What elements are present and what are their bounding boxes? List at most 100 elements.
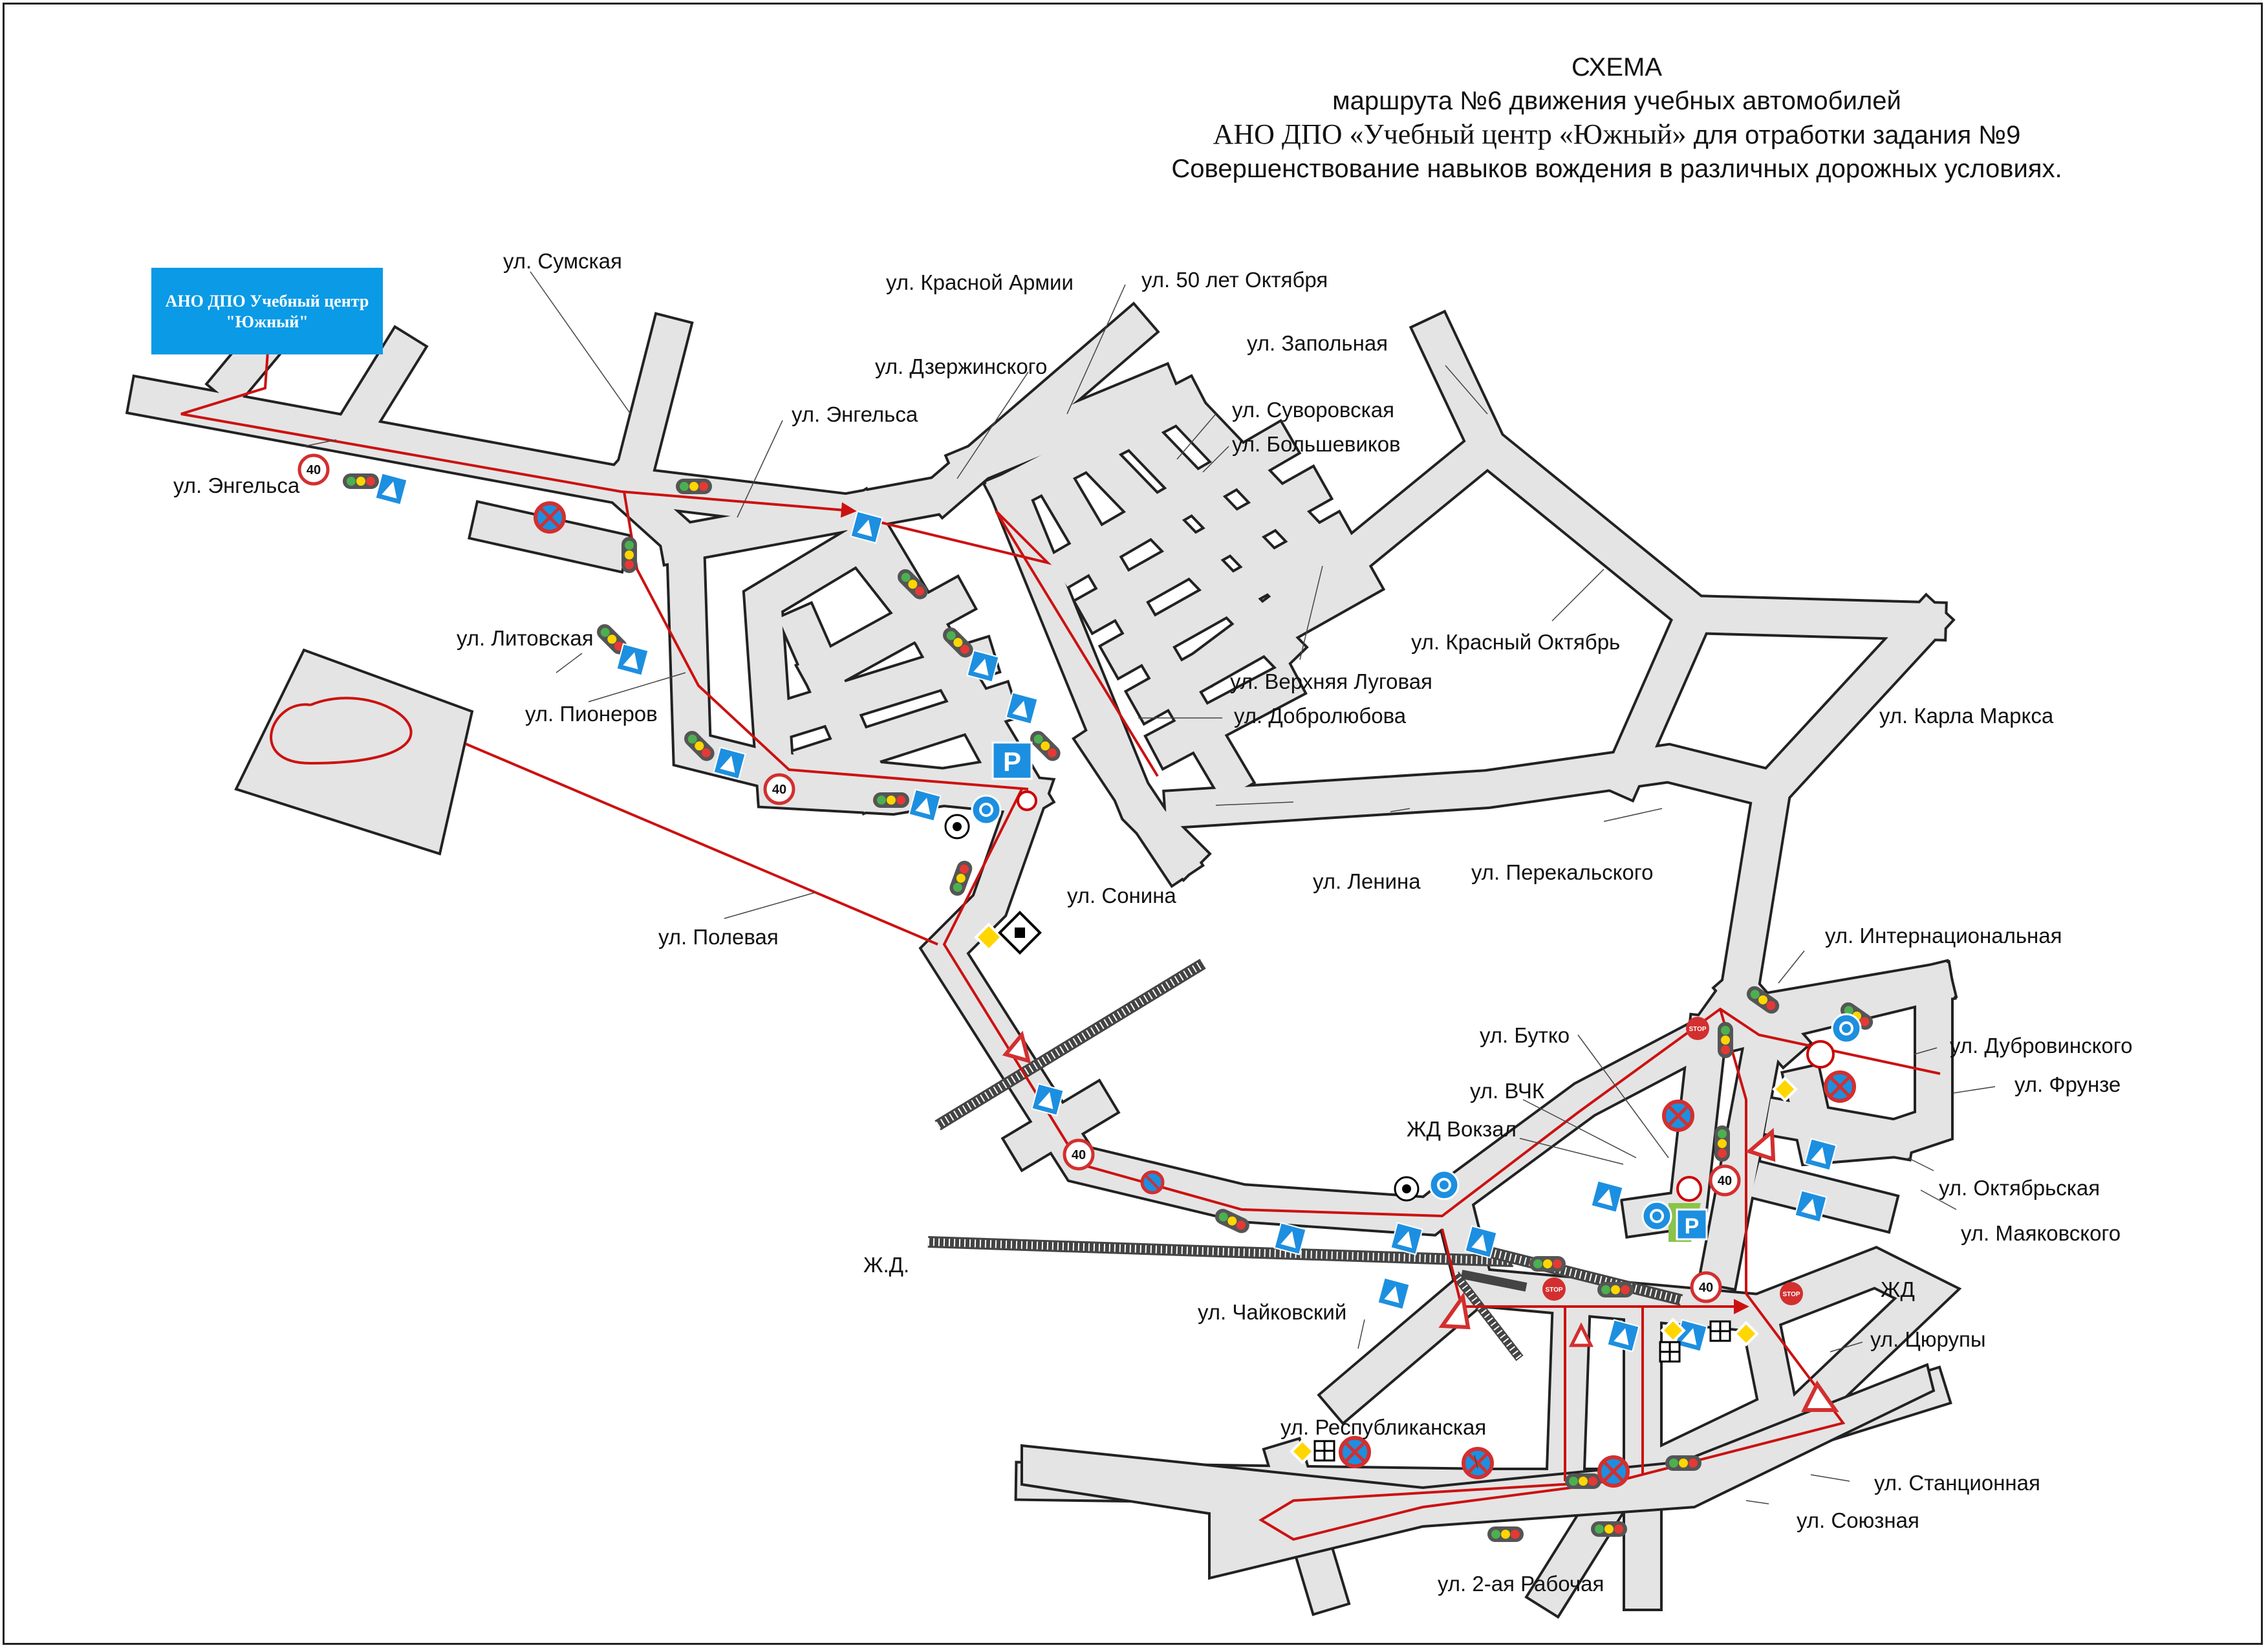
parking-signs: P P: [991, 741, 1708, 1242]
traffic-light-icon: [1746, 986, 1780, 1014]
svg-text:STOP: STOP: [1782, 1291, 1800, 1298]
no-stopping-icon: [1662, 1100, 1694, 1132]
traffic-light-icon: [1487, 1526, 1524, 1542]
stop-signs: STOP STOP STOP: [1542, 1017, 1803, 1305]
school-name-line1: АНО ДПО Учебный центр: [165, 292, 369, 310]
traffic-light-icon: [684, 730, 715, 761]
railway-label-left: Ж.Д.: [863, 1253, 910, 1277]
traffic-light-icon: [1665, 1455, 1701, 1471]
roundabout-center: [1806, 1040, 1835, 1069]
street-label-vchk: ул. ВЧК: [1470, 1079, 1545, 1103]
no-stopping-icon: [1824, 1070, 1856, 1103]
street-label-engelsa-top: ул. Энгельса: [792, 402, 918, 426]
pedestrian-crossing-icon: [374, 472, 408, 506]
traffic-light-icon: [1565, 1473, 1601, 1489]
pedestrian-crossing-icon: [1005, 691, 1039, 725]
pedestrian-crossing-icon: [1590, 1180, 1624, 1213]
street-label-zapolnaya: ул. Запольная: [1247, 331, 1388, 355]
speed-limit-40-icon: 40: [297, 453, 330, 486]
priority-road-icon: [1660, 1318, 1686, 1343]
roundabout-signs: [971, 790, 1862, 1232]
svg-text:P: P: [1003, 746, 1021, 777]
svg-text:P: P: [1685, 1214, 1700, 1239]
stop-sign-icon: STOP: [1542, 1277, 1566, 1301]
traffic-light-icon: [1529, 1256, 1566, 1272]
map-frame: [3, 3, 2263, 1645]
pedestrian-crossing-icon: [850, 510, 883, 544]
traffic-light-icon: [343, 473, 379, 489]
street-label-soyuznaya: ул. Союзная: [1797, 1508, 1919, 1532]
priority-road-icon: [1733, 1321, 1759, 1347]
traffic-light-icon: [597, 624, 627, 655]
no-stopping-icon: [534, 501, 566, 534]
training-ground-south: [1021, 1363, 1936, 1580]
svg-text:40: 40: [1718, 1174, 1732, 1188]
traffic-light-icon: [1215, 1208, 1249, 1233]
crossroad-icon: [998, 911, 1042, 955]
roundabout-icon: [1429, 1169, 1460, 1200]
pedestrian-signs: [374, 472, 1837, 1352]
traffic-light-icon: [621, 537, 637, 573]
street-label-oktyabrskaya: ул. Октябрьская: [1939, 1176, 2101, 1200]
street-label-dzerzhinskogo: ул. Дзержинского: [875, 354, 1048, 378]
no-stopping-icon: [1597, 1455, 1630, 1488]
street-label-lenina: ул. Ленина: [1313, 869, 1421, 893]
street-label-sumskaya: ул. Сумская: [503, 249, 622, 273]
railway-label-right: ЖД: [1881, 1277, 1915, 1301]
priority-road-icon: [974, 922, 1004, 952]
street-label-mayakovskogo: ул. Маяковского: [1961, 1221, 2121, 1245]
street-label-stantsionnaya: ул. Станционная: [1874, 1471, 2040, 1495]
warning-triangle-icon: [1801, 1380, 1839, 1412]
traffic-light-icon: [1591, 1521, 1627, 1537]
roads: [125, 301, 1962, 1619]
pedestrian-crossing-icon: [1390, 1222, 1423, 1255]
svg-text:40: 40: [1072, 1148, 1086, 1162]
pedestrian-crossing-icon: [908, 788, 942, 822]
crossroad-icon: [944, 814, 970, 840]
street-label-bolshevikov: ул. Большевиков: [1232, 432, 1401, 456]
pedestrian-crossing-icon: [1804, 1138, 1837, 1171]
crossroad-icon: [1659, 1341, 1681, 1363]
street-label-sonina: ул. Сонина: [1067, 884, 1176, 907]
pedestrian-crossing-icon: [1464, 1225, 1498, 1259]
pedestrian-crossing-icon: [1794, 1189, 1828, 1223]
street-label-verkhnyaya-lugovaya: ул. Верхняя Луговая: [1230, 669, 1432, 693]
no-stopping-signs: [534, 501, 1856, 1488]
title-block: СХЕМА маршрута №6 движения учебных автом…: [1067, 50, 2166, 186]
parking-sign-icon: P: [991, 741, 1033, 780]
title-heading: СХЕМА: [1571, 53, 1662, 81]
street-label-krasny-oktyabr: ул. Красный Октябрь: [1411, 630, 1621, 654]
svg-text:40: 40: [772, 783, 786, 797]
crossroad-icon: [1313, 1440, 1335, 1462]
no-entry-icon: [1140, 1170, 1165, 1195]
street-label-chaykovsky: ул. Чайковский: [1198, 1300, 1347, 1324]
traffic-light-icon: [898, 569, 928, 600]
no-stopping-icon: [1339, 1436, 1371, 1468]
title-description: Совершенствование навыков вождения в раз…: [1171, 155, 2062, 183]
stop-sign-icon: STOP: [1780, 1282, 1803, 1305]
traffic-lights: [343, 473, 1874, 1542]
street-label-tsyurupy: ул. Цюрупы: [1870, 1327, 1986, 1351]
roundabout-center: [1017, 790, 1037, 811]
street-label-internatsionalnaya: ул. Интернациональная: [1825, 924, 2062, 948]
street-label-krasnoy-armii: ул. Красной Армии: [886, 270, 1074, 294]
warning-triangle-icon: [1568, 1322, 1594, 1347]
speed-limit-40-icon: 40: [763, 773, 795, 805]
roundabout-center: [1676, 1176, 1702, 1202]
stop-sign-icon: STOP: [1686, 1017, 1709, 1040]
traffic-light-icon: [943, 627, 973, 658]
street-label-karla-marksa: ул. Карла Маркса: [1879, 704, 2054, 728]
warning-triangle-icon: [1438, 1292, 1471, 1330]
railways: [927, 959, 1683, 1362]
school-location-box: АНО ДПО Учебный центр "Южный": [151, 268, 383, 354]
title-subheading: маршрута №6 движения учебных автомобилей: [1332, 87, 1901, 115]
svg-text:40: 40: [1699, 1281, 1713, 1295]
street-label-frunze: ул. Фрунзе: [2014, 1072, 2121, 1096]
speed-limit-40-icon: 40: [1709, 1164, 1741, 1197]
title-organization: АНО ДПО «Учебный центр «Южный» для отраб…: [1067, 118, 2166, 152]
traffic-light-icon: [1030, 730, 1061, 761]
priority-road-icon: [1772, 1076, 1798, 1102]
street-label-perekalskogo: ул. Перекальского: [1471, 860, 1654, 884]
street-label-respublikanskaya: ул. Республиканская: [1280, 1415, 1487, 1439]
